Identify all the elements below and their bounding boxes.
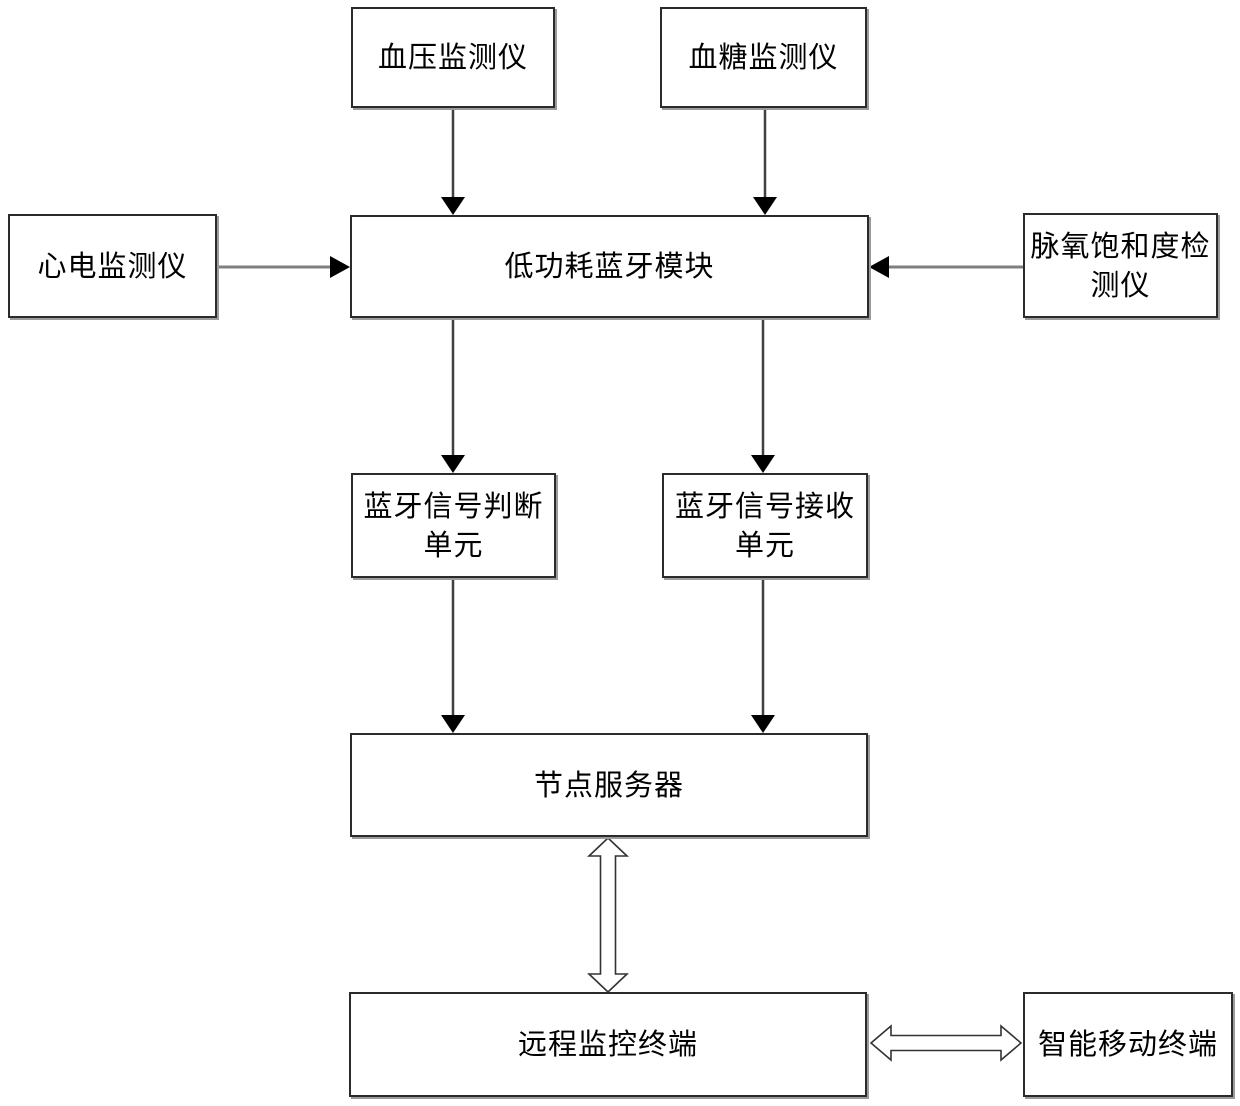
node-node-server: 节点服务器 bbox=[350, 733, 868, 837]
node-node-server-label: 节点服务器 bbox=[533, 767, 684, 802]
node-ecg-monitor-label: 心电监测仪 bbox=[37, 248, 188, 283]
node-ble-module: 低功耗蓝牙模块 bbox=[350, 215, 869, 318]
node-bt-signal-judgment-unit: 蓝牙信号判断单元 bbox=[351, 473, 556, 578]
edge-ble-to-recv-arrowhead bbox=[751, 455, 775, 473]
node-pulse-oximetry-detector: 脉氧饱和度检测仪 bbox=[1023, 213, 1218, 318]
edge-ble-to-judge-arrowhead bbox=[441, 455, 465, 473]
node-bt-signal-receiving-unit: 蓝牙信号接收单元 bbox=[662, 473, 868, 578]
node-bt-signal-receiving-unit-label: 蓝牙信号接收单元 bbox=[674, 489, 855, 562]
node-smart-mobile-terminal-label: 智能移动终端 bbox=[1037, 1027, 1218, 1062]
node-smart-mobile-terminal: 智能移动终端 bbox=[1023, 992, 1233, 1097]
node-bt-signal-judgment-unit-label: 蓝牙信号判断单元 bbox=[363, 489, 544, 562]
edge-recv-to-server-arrowhead bbox=[751, 715, 775, 733]
edge-bg-to-ble-arrowhead bbox=[753, 197, 777, 215]
edge-judge-to-server-arrowhead bbox=[441, 715, 465, 733]
node-blood-glucose-monitor-label: 血糖监测仪 bbox=[688, 40, 839, 75]
node-blood-pressure-monitor: 血压监测仪 bbox=[351, 7, 555, 108]
node-ble-module-label: 低功耗蓝牙模块 bbox=[504, 249, 715, 284]
edge-bp-to-ble-arrowhead bbox=[441, 197, 465, 215]
node-blood-pressure-monitor-label: 血压监测仪 bbox=[377, 40, 528, 75]
edge-spo2-to-ble-arrowhead bbox=[869, 256, 889, 278]
edge-ecg-to-ble-arrowhead bbox=[330, 256, 350, 278]
edge-remote-mobile-double-arrow bbox=[869, 1024, 1023, 1062]
node-pulse-oximetry-detector-label: 脉氧饱和度检测仪 bbox=[1030, 229, 1211, 302]
node-blood-glucose-monitor: 血糖监测仪 bbox=[660, 7, 867, 108]
node-remote-monitoring-terminal: 远程监控终端 bbox=[349, 992, 867, 1097]
node-remote-monitoring-terminal-label: 远程监控终端 bbox=[517, 1027, 698, 1062]
node-ecg-monitor: 心电监测仪 bbox=[8, 214, 217, 318]
edge-server-remote-double-arrow bbox=[586, 836, 630, 994]
